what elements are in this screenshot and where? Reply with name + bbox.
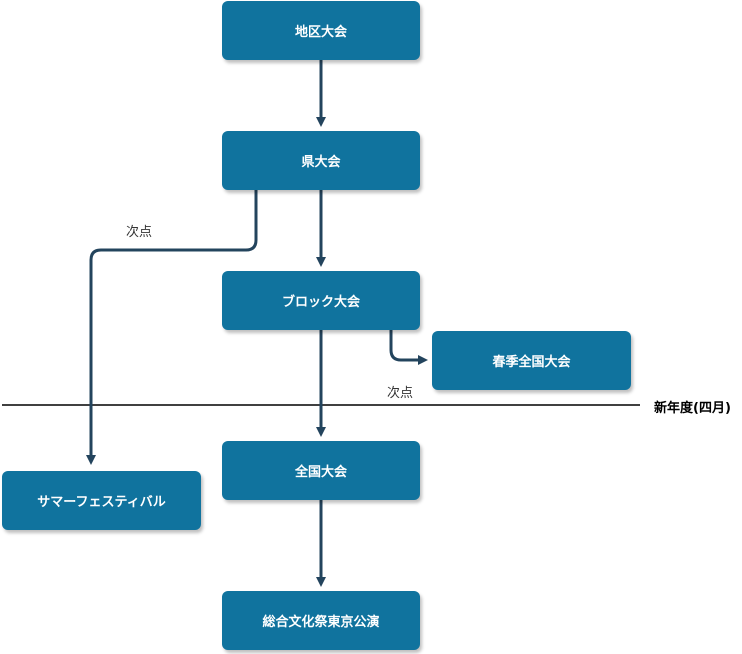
edge-label-prefecture-to-summer: 次点 — [124, 221, 155, 240]
node-summer-festival[interactable]: サマーフェスティバル — [2, 471, 201, 530]
edge-prefecture-to-summer-festival — [86, 190, 258, 465]
edge-label-block-to-spring: 次点 — [385, 382, 416, 401]
node-spring-national-tournament[interactable]: 春季全国大会 — [432, 331, 631, 390]
node-tokyo-label: 総合文化祭東京公演 — [262, 615, 380, 630]
node-district-tournament[interactable]: 地区大会 — [222, 1, 420, 60]
divider-label-new-year: 新年度(四月) — [652, 397, 733, 416]
node-national-label: 全国大会 — [294, 465, 347, 480]
node-block-label: ブロック大会 — [281, 295, 360, 310]
node-summer-festival-label: サマーフェスティバル — [37, 495, 166, 510]
node-block-tournament[interactable]: ブロック大会 — [222, 271, 420, 330]
edge-block-to-spring-national — [389, 330, 428, 365]
node-prefecture-tournament[interactable]: 県大会 — [222, 131, 420, 190]
node-spring-national-label: 春季全国大会 — [492, 355, 571, 370]
node-district-label: 地区大会 — [294, 25, 347, 40]
node-national-tournament[interactable]: 全国大会 — [222, 441, 420, 500]
node-tokyo-performance[interactable]: 総合文化祭東京公演 — [222, 591, 420, 650]
node-prefecture-label: 県大会 — [301, 155, 341, 170]
